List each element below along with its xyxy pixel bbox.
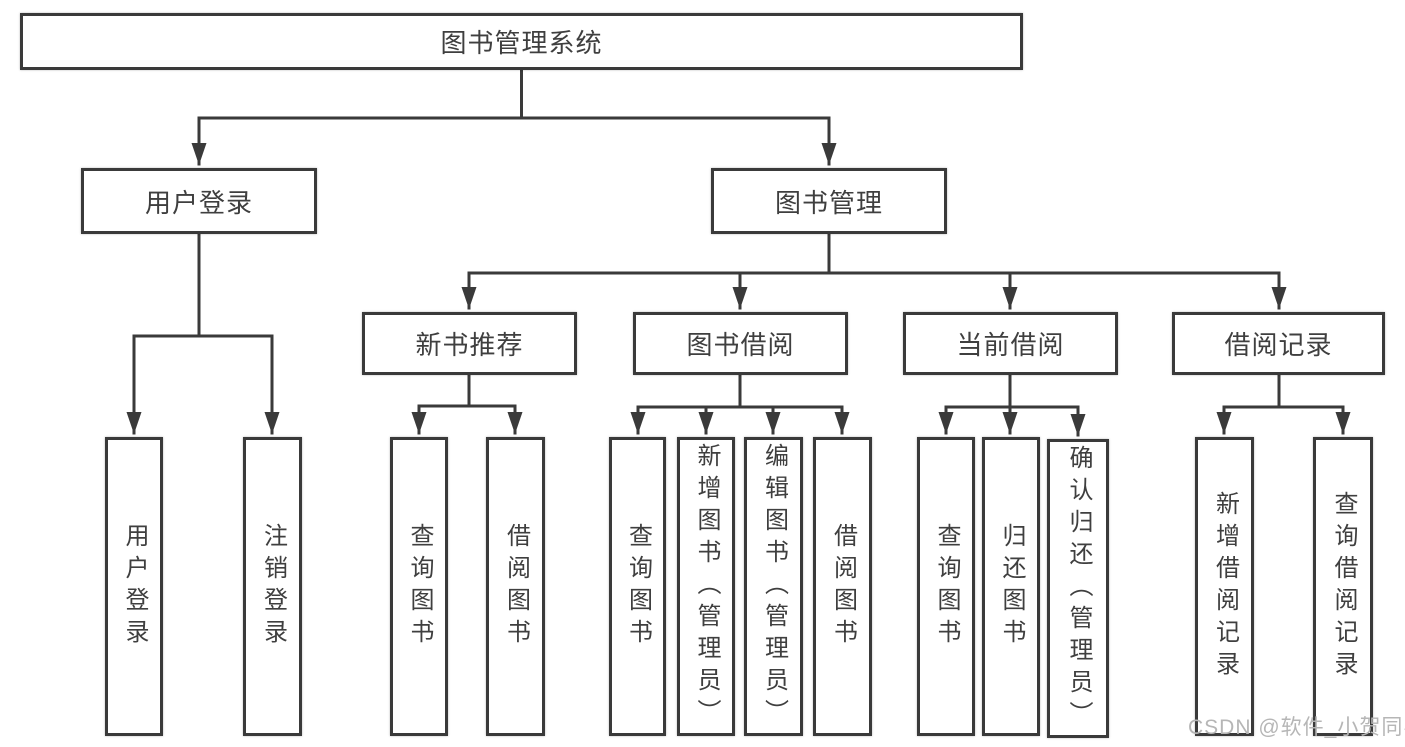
node-user-login: 用户登录 [81, 168, 317, 234]
node-new-book-recommendation: 新书推荐 [362, 312, 577, 375]
leaf-borrow-books-recommend: 借阅图书 [486, 437, 545, 736]
leaf-logout: 注销登录 [243, 437, 302, 736]
leaf-query-borrow-record: 查询借阅记录 [1313, 437, 1373, 736]
node-book-borrowing: 图书借阅 [633, 312, 848, 375]
leaf-confirm-return-admin: 确认归还（管理员） [1047, 439, 1109, 738]
node-book-management: 图书管理 [711, 168, 947, 234]
leaf-user-login: 用户登录 [105, 437, 163, 736]
leaf-return-books: 归还图书 [982, 437, 1040, 736]
node-library-management-system: 图书管理系统 [20, 13, 1023, 70]
leaf-borrow-books: 借阅图书 [813, 437, 872, 736]
leaf-add-books-admin: 新增图书（管理员） [677, 437, 735, 736]
leaf-query-books-recommend: 查询图书 [390, 437, 448, 736]
leaf-query-books-borrowing: 查询图书 [609, 437, 666, 736]
leaf-query-books-current: 查询图书 [917, 437, 975, 736]
node-current-borrowing: 当前借阅 [903, 312, 1118, 375]
watermark-text: CSDN @软件_小贺同学 [1188, 716, 1405, 739]
node-borrowing-records: 借阅记录 [1172, 312, 1385, 375]
leaf-add-borrow-record: 新增借阅记录 [1195, 437, 1254, 736]
leaf-edit-books-admin: 编辑图书（管理员） [744, 437, 803, 736]
